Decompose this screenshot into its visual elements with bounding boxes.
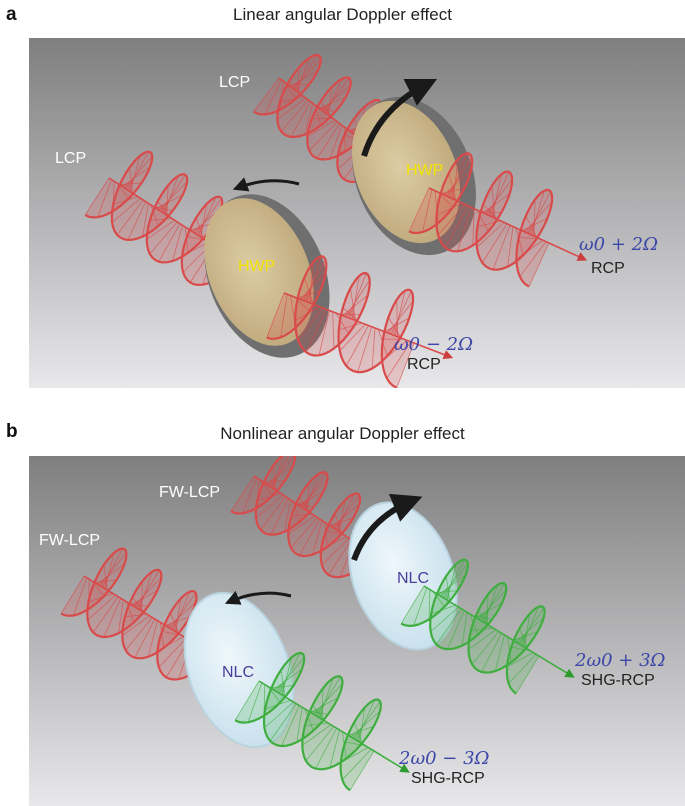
rotation-arrow-bottom (232, 177, 300, 192)
panel-b-letter: b (6, 421, 18, 442)
panel-b-title: Nonlinear angular Doppler effect (220, 424, 465, 443)
lcp-label-top: LCP (219, 74, 251, 91)
panel-a-background (29, 38, 685, 388)
nlc-label-top: NLC (397, 570, 430, 587)
rotation-arrow-top (351, 493, 423, 562)
panel-a-letter: a (6, 4, 17, 25)
rcp-label-top: RCP (591, 260, 625, 277)
rotation-arrow-bottom (224, 590, 292, 605)
panel-b-illustration (29, 456, 685, 806)
panel-a-illustration (29, 38, 685, 388)
fw-lcp-label-top: FW-LCP (159, 484, 221, 501)
shg-output-helix-top (400, 558, 575, 695)
fw-lcp-label-bottom: FW-LCP (39, 532, 101, 549)
rotation-arrow-top (361, 78, 438, 157)
hwp-plate-bottom (204, 194, 330, 358)
output-helix-bottom (266, 255, 454, 388)
freq-label-top: ω0 + 2Ω (579, 234, 659, 255)
hwp-label-bottom: HWP (238, 258, 276, 275)
shg-rcp-label-bottom: SHG-RCP (411, 770, 485, 787)
lcp-label-bottom: LCP (55, 150, 87, 167)
rcp-label-bottom: RCP (407, 356, 441, 373)
panel-b-scene: FW-LCP FW-LCP NLC NLC 2ω0 + 3Ω SHG-RCP 2… (29, 456, 685, 806)
hwp-label-top: HWP (406, 162, 444, 179)
shg-output-helix-bottom (234, 651, 410, 792)
freq-label-bottom: 2ω0 − 3Ω (399, 748, 490, 769)
nlc-label-bottom: NLC (222, 664, 255, 681)
panel-a-scene: LCP LCP HWP HWP ω0 + 2Ω RCP ω0 − 2Ω RCP (29, 38, 685, 388)
freq-label-bottom: ω0 − 2Ω (394, 334, 474, 355)
panel-a-title: Linear angular Doppler effect (233, 5, 452, 24)
shg-rcp-label-top: SHG-RCP (581, 672, 655, 689)
nlc-plate-top (348, 501, 458, 651)
output-helix-top (408, 152, 588, 288)
freq-label-top: 2ω0 + 3Ω (575, 650, 666, 671)
